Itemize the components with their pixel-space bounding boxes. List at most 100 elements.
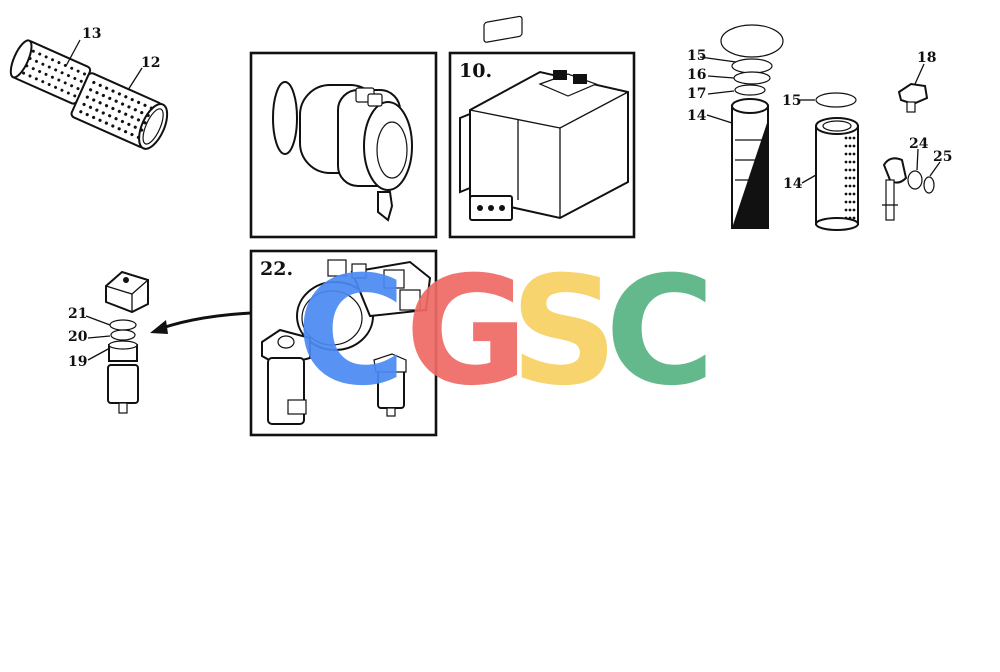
- perforation-dot: [95, 91, 99, 95]
- perforation-dot: [31, 49, 35, 53]
- perforation-dot: [844, 136, 848, 140]
- cgsc-watermark: C G S C: [296, 245, 715, 419]
- perforation-dot: [844, 208, 848, 212]
- callout-24: 24: [909, 136, 929, 152]
- perforated-tube-assembly: [9, 39, 169, 150]
- watermark-letter-3: S: [510, 245, 618, 419]
- perforation-dot: [51, 58, 55, 62]
- fuel-filter-19-21: [85, 270, 149, 414]
- perforation-dot: [848, 192, 852, 196]
- callout-14-left: 14: [687, 108, 707, 124]
- air-cleaner-box: [249, 51, 438, 239]
- perforation-dot: [57, 78, 61, 82]
- perforation-dot: [98, 101, 102, 105]
- perforation-dot: [120, 119, 125, 124]
- perforation-dot: [76, 87, 80, 91]
- perforation-dot: [114, 99, 118, 103]
- perforation-dot: [60, 88, 64, 92]
- perforation-dot: [140, 111, 144, 115]
- perforation-dot: [127, 105, 131, 109]
- perforation-dot: [98, 83, 102, 87]
- perforation-dot: [101, 111, 105, 115]
- perforation-dot: [848, 136, 852, 140]
- perforation-dot: [25, 64, 29, 68]
- perforation-dot: [143, 103, 147, 107]
- perforation-dot: [108, 96, 112, 100]
- watermark-letter-4: C: [605, 245, 715, 419]
- perforation-dot: [146, 113, 150, 118]
- perforation-dot: [22, 71, 26, 75]
- perforation-dot: [852, 176, 856, 180]
- perforation-dot: [111, 89, 115, 93]
- perforation-dot: [34, 77, 38, 81]
- perforation-dot: [852, 152, 856, 156]
- perforation-dot: [73, 76, 77, 80]
- perforation-dot: [117, 127, 121, 131]
- perforation-dot: [57, 61, 61, 65]
- filter-element-14-right: [800, 92, 859, 231]
- perforation-dot: [133, 125, 137, 129]
- perforation-dot: [136, 118, 141, 122]
- perforation-dot: [848, 208, 852, 212]
- perforation-dot: [105, 86, 109, 90]
- callout-12: 12: [141, 55, 160, 71]
- perforation-dot: [844, 192, 848, 196]
- perforation-dot: [852, 136, 856, 140]
- perforation-dot: [66, 74, 70, 78]
- perforation-dot: [130, 115, 134, 119]
- perforation-dot: [92, 115, 96, 120]
- perforation-dot: [852, 200, 856, 204]
- perforation-dot: [54, 85, 58, 89]
- watermark-letter-1: C: [296, 245, 406, 419]
- perforation-dot: [848, 152, 852, 156]
- watermark-letter-2: G: [405, 245, 528, 419]
- perforation-dot: [44, 55, 48, 59]
- perforation-dot: [127, 122, 131, 126]
- perforation-dot: [130, 132, 134, 137]
- box-10-label: 10.: [459, 60, 492, 82]
- perforation-dot: [123, 130, 128, 134]
- perforation-dot: [111, 124, 115, 128]
- perforation-dot: [844, 200, 848, 204]
- perforation-dot: [848, 168, 852, 172]
- perforation-dot: [92, 80, 96, 85]
- perforation-dot: [50, 75, 54, 79]
- perforation-dot: [848, 184, 852, 188]
- perforation-dot: [38, 70, 42, 74]
- perforation-dot: [76, 69, 80, 73]
- filter-element-14-left: [699, 24, 784, 229]
- perforation-dot: [28, 74, 32, 78]
- perforation-dot: [82, 102, 86, 107]
- perforation-dot: [848, 144, 852, 148]
- perforation-dot: [79, 79, 83, 83]
- callout-17: 17: [687, 86, 706, 102]
- perforation-dot: [848, 160, 852, 164]
- perforation-dot: [848, 200, 852, 204]
- perforation-dot: [66, 91, 70, 95]
- perforation-dot: [120, 102, 125, 106]
- perforation-dot: [133, 108, 137, 112]
- perforation-dot: [844, 160, 848, 164]
- perforation-dot: [143, 121, 147, 125]
- perforation-dot: [108, 114, 112, 118]
- callout-14-right: 14: [783, 176, 803, 192]
- perforation-dot: [104, 121, 109, 125]
- box-22-label: 22.: [260, 258, 293, 280]
- perforation-dot: [117, 92, 122, 96]
- perforation-dot: [70, 84, 74, 88]
- perforation-dot: [101, 93, 105, 98]
- perforation-dot: [136, 135, 140, 139]
- perforation-dot: [111, 106, 115, 111]
- perforation-dot: [70, 66, 74, 70]
- perforation-dot: [149, 106, 153, 110]
- perforation-dot: [117, 109, 121, 113]
- perforation-dot: [104, 104, 109, 108]
- perforation-dot: [85, 112, 89, 117]
- perforation-dot: [41, 80, 45, 84]
- perforation-dot: [41, 62, 45, 66]
- perforation-dot: [852, 192, 856, 196]
- perforation-dot: [848, 176, 852, 180]
- enclosure-box-10: 10.: [448, 15, 636, 239]
- perforation-dot: [88, 105, 93, 109]
